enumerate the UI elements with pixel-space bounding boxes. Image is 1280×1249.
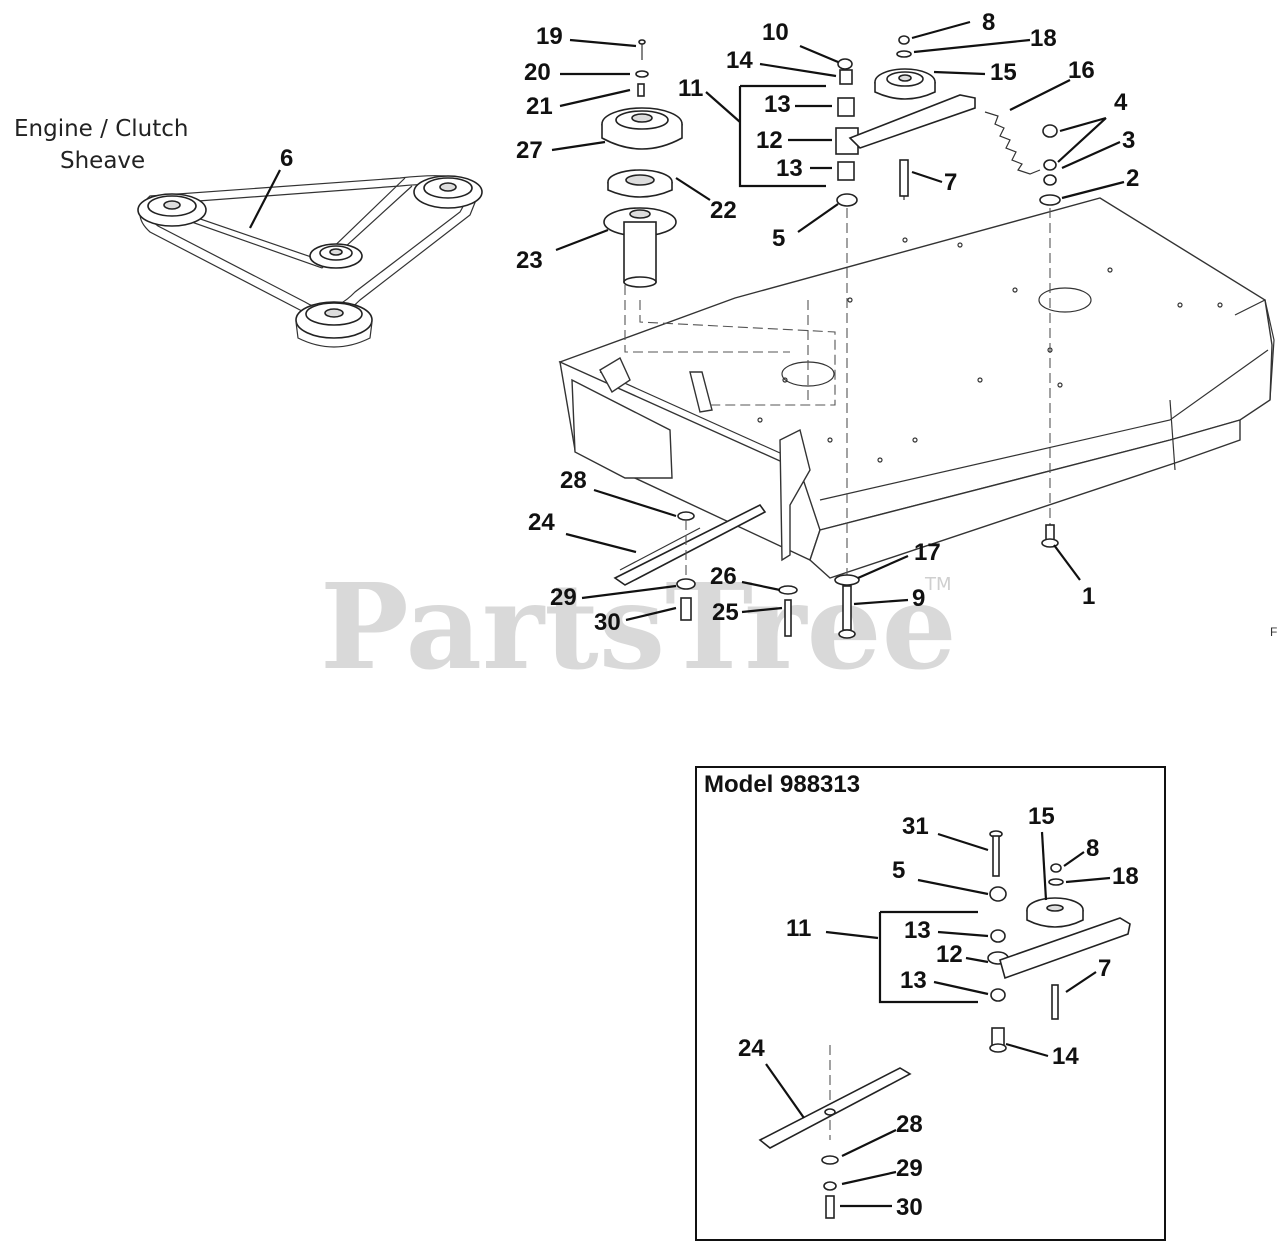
inset-label-28: 28 [896, 1111, 923, 1138]
label-13-lower: 13 [776, 155, 803, 182]
label-21: 21 [526, 93, 553, 120]
label-12: 12 [756, 127, 783, 154]
label-19: 19 [536, 23, 563, 50]
inset-label-8: 8 [1086, 835, 1099, 862]
inset-label-15: 15 [1028, 803, 1055, 830]
inset-label-29: 29 [896, 1155, 923, 1182]
inset-label-31: 31 [902, 813, 929, 840]
label-25: 25 [712, 599, 739, 626]
deck-holes [757, 237, 1223, 463]
label-13-upper: 13 [764, 91, 791, 118]
label-9: 9 [912, 585, 925, 612]
inset-label-5: 5 [892, 857, 905, 884]
inset-label-7: 7 [1098, 955, 1111, 982]
watermark-tm: TM [924, 574, 952, 595]
label-1: 1 [1082, 583, 1095, 610]
inset-model-box: Model 988313 [695, 766, 1166, 1241]
main-part-labels: 19 20 21 27 10 14 11 13 12 13 8 18 15 16… [280, 9, 1139, 636]
mower-deck [558, 197, 1275, 579]
label-8: 8 [982, 9, 995, 36]
main-leaders [249, 20, 1125, 622]
label-10: 10 [762, 19, 789, 46]
label-7: 7 [944, 169, 957, 196]
label-4: 4 [1114, 89, 1128, 116]
label-16: 16 [1068, 57, 1095, 84]
blade-assembly [613, 503, 798, 637]
label-26: 26 [710, 563, 737, 590]
label-2: 2 [1126, 165, 1139, 192]
inset-label-12: 12 [936, 941, 963, 968]
inset-part-labels: 31 15 8 18 5 11 13 12 13 7 14 24 28 29 3… [738, 803, 1139, 1221]
label-20: 20 [524, 59, 551, 86]
inset-label-30: 30 [896, 1194, 923, 1221]
inset-parts [758, 830, 1131, 1219]
pulley-right [413, 175, 483, 209]
label-15: 15 [990, 59, 1017, 86]
label-18: 18 [1030, 25, 1057, 52]
label-17: 17 [914, 539, 941, 566]
edge-mark: F [1270, 625, 1277, 639]
inset-title: Model 988313 [704, 771, 860, 798]
inset-label-13-lower: 13 [900, 967, 927, 994]
inset-label-24: 24 [738, 1035, 765, 1062]
label-11: 11 [678, 75, 703, 102]
pulley-left [137, 193, 207, 227]
label-5: 5 [772, 225, 785, 252]
label-28: 28 [560, 467, 587, 494]
idler-stack [834, 58, 860, 639]
pulley-bottom [295, 301, 373, 348]
idler-arm [848, 35, 976, 200]
label-14: 14 [726, 47, 753, 74]
spindle-stack [601, 39, 683, 288]
label-22: 22 [710, 197, 737, 224]
sheave-caption-line2: Sheave [60, 148, 145, 174]
spring-stack [984, 111, 1061, 548]
label-23: 23 [516, 247, 543, 274]
inset-label-18: 18 [1112, 863, 1139, 890]
label-6: 6 [280, 145, 293, 172]
label-24: 24 [528, 509, 555, 536]
inset-label-14: 14 [1052, 1043, 1079, 1070]
label-30: 30 [594, 609, 621, 636]
sheave-caption-line1: Engine / Clutch [14, 116, 188, 142]
label-3: 3 [1122, 127, 1135, 154]
pulley-middle [309, 243, 363, 269]
inset-leaders [765, 831, 1111, 1208]
label-27: 27 [516, 137, 543, 164]
inset-label-13-upper: 13 [904, 917, 931, 944]
label-29: 29 [550, 584, 577, 611]
belt-drive-drawing: Engine / Clutch Sheave [14, 116, 483, 348]
inset-label-11: 11 [786, 915, 811, 942]
